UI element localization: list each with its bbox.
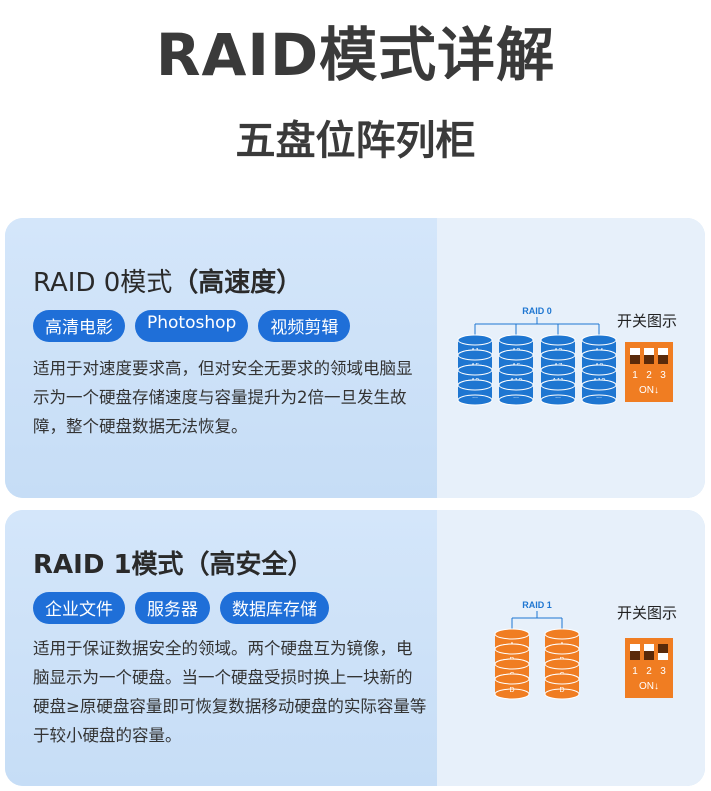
- switch-toggle-1: [630, 651, 640, 660]
- disk-segment: D: [544, 673, 580, 700]
- switch-number: 3: [660, 666, 666, 677]
- disk-label: ...: [596, 393, 602, 400]
- disk-stack: ABCD: [544, 628, 580, 700]
- switch-toggle-1: [630, 355, 640, 364]
- switch-number: 2: [646, 666, 652, 677]
- raid0-title: RAID 0模式（高速度）: [33, 262, 302, 299]
- raid0-description: 适用于对速度要求高，但对安全无要求的领域电脑显示为一个硬盘存储速度与容量提升为2…: [33, 359, 413, 436]
- raid0-tag: 高清电影: [33, 310, 125, 342]
- switch-number: 2: [646, 370, 652, 381]
- switch-toggle-2: [644, 355, 654, 364]
- disk-label: D: [559, 687, 564, 694]
- switch-number: 3: [660, 370, 666, 381]
- switch-on-label: ON↓: [639, 681, 659, 692]
- raid0-diagram: RAID 0 A1A5A9...A2A6A10...A3A7A11...A4A8…: [457, 306, 617, 406]
- raid0-diagram-label: RAID 0: [522, 306, 552, 316]
- raid1-title: RAID 1模式（高安全）: [33, 550, 314, 580]
- disk-segment: ...: [498, 379, 534, 406]
- switch-on-label: ON↓: [639, 385, 659, 396]
- raid1-dip-switch: 1 2 3 ON↓: [625, 638, 673, 698]
- disk-label: ...: [513, 393, 519, 400]
- disk-stack: A2A6A10...: [498, 334, 534, 406]
- raid1-tags: 企业文件 服务器 数据库存储: [33, 592, 329, 624]
- raid1-info: RAID 1模式（高安全） 企业文件 服务器 数据库存储 适用于保证数据安全的领…: [5, 510, 437, 786]
- page-title: RAID模式详解: [155, 21, 556, 89]
- raid1-tag: 企业文件: [33, 592, 125, 624]
- raid1-diagram: RAID 1 ABCD ABCD: [494, 600, 580, 700]
- raid1-switch-title: 开关图示: [617, 604, 678, 622]
- raid0-connector: [474, 317, 600, 336]
- raid0-diagram-area: RAID 0 A1A5A9...A2A6A10...A3A7A11...A4A8…: [437, 218, 705, 498]
- raid1-diagram-area: RAID 1 ABCD ABCD 开关图示 1 2 3 ON↓: [437, 510, 705, 786]
- raid0-tags: 高清电影 Photoshop 视频剪辑: [33, 310, 351, 342]
- disk-stack: A3A7A11...: [540, 334, 576, 406]
- raid1-tag: 数据库存储: [220, 592, 329, 624]
- disk-stack: ABCD: [494, 628, 530, 700]
- switch-number: 1: [632, 370, 638, 381]
- disk-segment: D: [494, 673, 530, 700]
- raid1-description: 适用于保证数据安全的领域。两个硬盘互为镜像，电脑显示为一个硬盘。当一个硬盘受损时…: [33, 639, 427, 745]
- disk-label: ...: [472, 393, 478, 400]
- raid1-connector: [511, 611, 563, 630]
- disk-segment: ...: [581, 379, 617, 406]
- switch-toggle-2: [644, 651, 654, 660]
- disk-stack: A4A8A12...: [581, 334, 617, 406]
- raid0-tag: 视频剪辑: [258, 310, 351, 342]
- raid0-info: RAID 0模式（高速度） 高清电影 Photoshop 视频剪辑 适用于对速度…: [5, 218, 437, 498]
- switch-toggle-3: [658, 644, 668, 653]
- disk-stack: A1A5A9...: [457, 334, 493, 406]
- disk-label: D: [509, 687, 514, 694]
- raid1-tag: 服务器: [135, 592, 210, 624]
- switch-number: 1: [632, 666, 638, 677]
- raid0-panel: RAID 0模式（高速度） 高清电影 Photoshop 视频剪辑 适用于对速度…: [5, 218, 705, 498]
- disk-segment: ...: [540, 379, 576, 406]
- raid0-switch-title: 开关图示: [617, 312, 678, 330]
- raid1-diagram-label: RAID 1: [522, 600, 552, 610]
- disk-segment: ...: [457, 379, 493, 406]
- raid0-tag: Photoshop: [135, 310, 249, 342]
- raid0-title-prefix: RAID 0模式: [33, 268, 173, 298]
- raid0-dip-switch: 1 2 3 ON↓: [625, 342, 673, 402]
- raid0-title-suffix: （高速度）: [172, 268, 303, 298]
- raid1-panel: RAID 1模式（高安全） 企业文件 服务器 数据库存储 适用于保证数据安全的领…: [5, 510, 705, 786]
- page-subtitle: 五盘位阵列柜: [235, 118, 476, 164]
- disk-label: ...: [555, 393, 561, 400]
- switch-toggle-3: [658, 355, 668, 364]
